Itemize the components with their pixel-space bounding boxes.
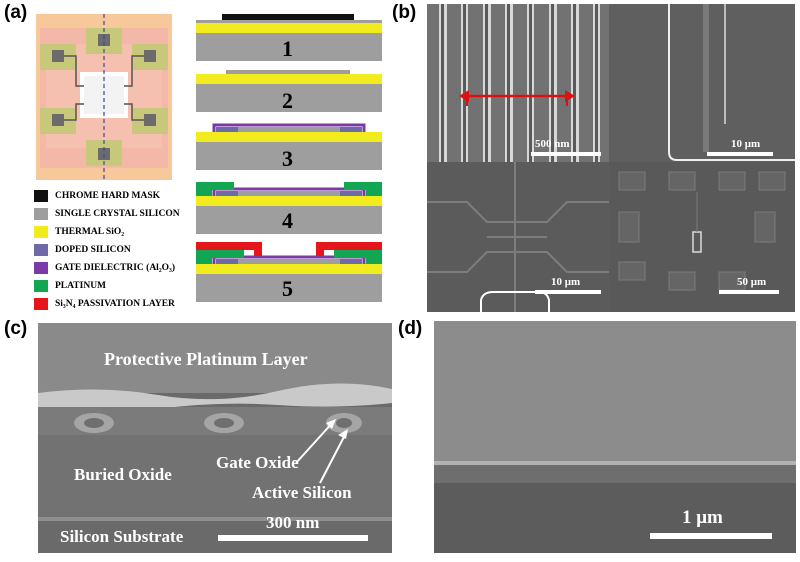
legend-label: CHROME HARD MASK <box>55 191 161 201</box>
scale-label: 50 μm <box>737 276 767 288</box>
step-3-stack <box>196 123 382 170</box>
legend-label: PLATINUM <box>55 281 107 291</box>
scale-bar <box>218 535 368 541</box>
film-edge-structure <box>434 321 796 553</box>
legend-label: THERMAL SiO₂ <box>55 227 125 237</box>
sem-image-film-edge: 1 μm <box>434 321 796 553</box>
device-structure <box>427 162 609 312</box>
legend-swatch <box>34 298 48 310</box>
legend-item: GATE DIELECTRIC (Al₂O₃) <box>34 261 175 275</box>
legend-swatch <box>34 190 48 202</box>
scale-label: 300 nm <box>266 513 320 532</box>
step-number: 4 <box>282 208 293 233</box>
panel-a-label: (a) <box>4 2 28 23</box>
nanowire-array <box>427 4 609 162</box>
legend-item: DOPED SILICON <box>34 243 131 257</box>
scale-bar <box>531 152 601 156</box>
step-1-stack <box>196 14 382 61</box>
legend-label: GATE DIELECTRIC (Al₂O₃) <box>55 263 176 273</box>
panel-b-label: (b) <box>392 2 417 23</box>
step-2-stack <box>196 70 382 112</box>
panel-c-label: (c) <box>4 318 28 339</box>
scale-bar <box>719 290 779 294</box>
substrate-label: Silicon Substrate <box>60 527 184 546</box>
array-structure <box>609 162 795 312</box>
device-layout-schematic <box>36 14 172 180</box>
scale-label: 10 μm <box>551 276 581 288</box>
sem-image-device: 10 μm <box>427 162 609 312</box>
legend-item: PLATINUM <box>34 279 106 293</box>
scale-bar <box>535 290 601 294</box>
scale-label: 500 nm <box>535 138 570 150</box>
protective-layer-label: Protective Platinum Layer <box>104 349 308 369</box>
step-number: 2 <box>282 88 293 113</box>
legend-item: CHROME HARD MASK <box>34 189 160 203</box>
scale-label: 10 μm <box>731 138 761 150</box>
fabrication-steps-diagram <box>196 14 382 302</box>
legend-swatch <box>34 280 48 292</box>
sem-image-channel: 10 μm <box>609 4 795 162</box>
panel-d-label: (d) <box>398 318 423 339</box>
legend-swatch <box>34 262 48 274</box>
buried-oxide-label: Buried Oxide <box>74 465 172 484</box>
legend-label: SINGLE CRYSTAL SILICON <box>55 209 180 219</box>
sem-image-cross-section: Protective Platinum Layer Buried Oxide G… <box>38 323 392 553</box>
legend-swatch <box>34 226 48 238</box>
step-number: 5 <box>282 276 293 301</box>
step-4-stack <box>196 182 382 234</box>
sem-image-nanowires: 500 nm <box>427 4 609 162</box>
legend-swatch <box>34 208 48 220</box>
legend-label: DOPED SILICON <box>55 245 131 255</box>
scale-bar <box>707 152 773 156</box>
step-number: 1 <box>282 36 293 61</box>
legend-item: SINGLE CRYSTAL SILICON <box>34 207 180 221</box>
legend-item: Si₃N₄ PASSIVATION LAYER <box>34 297 175 311</box>
channel-structure <box>609 4 795 162</box>
sem-image-array: 50 μm <box>609 162 795 312</box>
active-silicon-label: Active Silicon <box>252 483 352 502</box>
gate-oxide-label: Gate Oxide <box>216 453 299 472</box>
legend-label: Si₃N₄ PASSIVATION LAYER <box>55 299 175 309</box>
step-number: 3 <box>282 146 293 171</box>
cross-section-layers <box>38 323 392 553</box>
legend-swatch <box>34 244 48 256</box>
legend-item: THERMAL SiO₂ <box>34 225 124 239</box>
scale-bar <box>650 533 772 539</box>
scale-label: 1 μm <box>682 507 723 528</box>
step-5-stack <box>196 242 382 302</box>
